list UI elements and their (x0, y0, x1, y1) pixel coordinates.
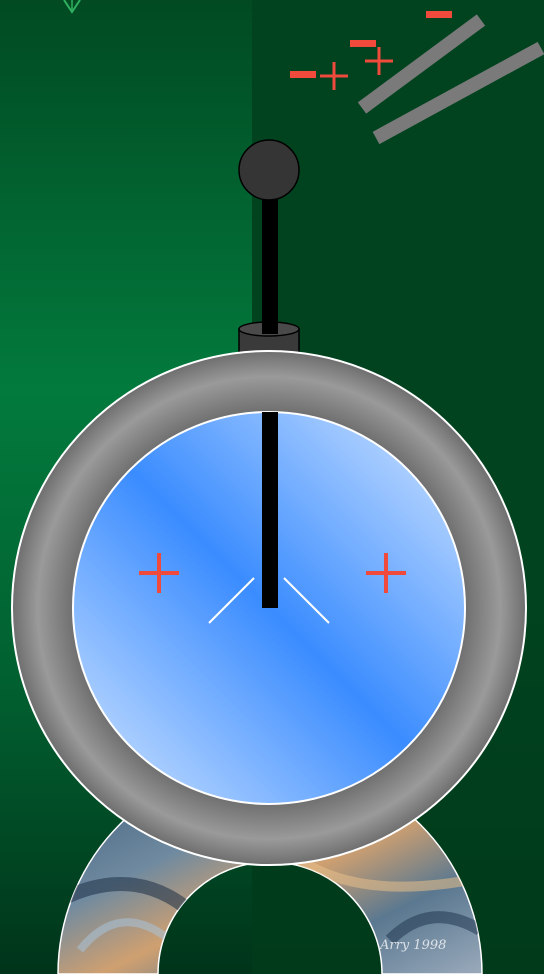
rod-bar-lower (376, 48, 541, 138)
negative-charge-icon (350, 40, 376, 47)
positive-charge-icon (365, 47, 393, 75)
electroscope-stem (262, 412, 278, 608)
electroscope-rod (262, 195, 278, 340)
negative-charge-icon (290, 71, 316, 78)
negative-charge-icon (426, 11, 452, 18)
artist-signature: Arry 1998 (380, 938, 446, 953)
positive-charge-icon (320, 62, 348, 90)
electroscope-knob (239, 140, 299, 200)
charged-rod (362, 20, 541, 138)
rod-charges (290, 11, 452, 90)
